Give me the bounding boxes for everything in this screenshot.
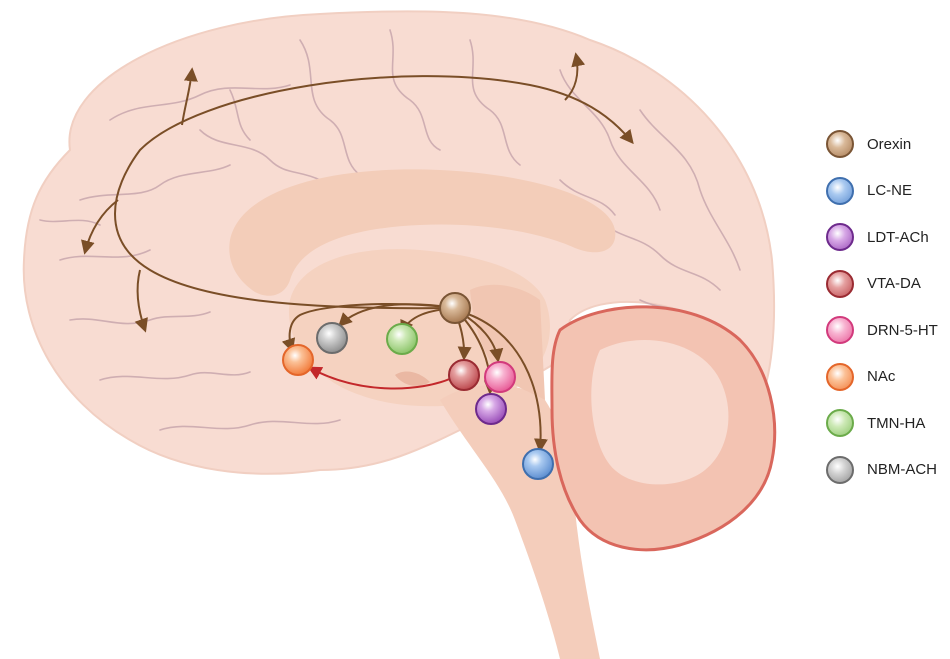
nac-nucleus — [282, 344, 314, 376]
vta-da-neuron-icon — [826, 269, 854, 298]
legend-item-vta-da: VTA-DA — [826, 268, 950, 300]
vta-to-nac-projection — [307, 366, 453, 390]
orexin-nucleus — [439, 292, 471, 324]
legend-label: NAc — [867, 368, 896, 385]
lc-ne-nucleus — [522, 448, 554, 480]
ldt-ach-neuron-icon — [826, 223, 854, 251]
legend-item-orexin: Orexin — [826, 128, 950, 160]
drn-5ht-neuron-icon — [826, 316, 854, 344]
cerebral-cortex — [22, 10, 776, 475]
legend-item-nac: NAc — [826, 361, 950, 393]
legend-item-tmn-ha: TMN-HA — [826, 407, 950, 439]
legend-label: TMN-HA — [867, 414, 926, 432]
legend-item-ldt-ach: LDT-ACh — [826, 221, 950, 253]
cerebellum — [550, 305, 777, 552]
vta-da-nucleus — [448, 359, 480, 391]
legend-label: NBM-ACH — [867, 461, 937, 478]
legend-label: LDT-ACh — [867, 228, 929, 246]
legend-label: VTA-DA — [867, 275, 921, 292]
drn-5ht-nucleus — [484, 361, 516, 393]
nbm-ach-neuron-icon — [826, 455, 854, 484]
corpus-callosum — [229, 169, 616, 296]
legend-item-nbm-ach: NBM-ACH — [826, 454, 950, 486]
legend-label: LC-NE — [867, 182, 913, 199]
legend: Orexin LC-NE LDT-ACh VTA-DA DRN-5-HT NAc… — [826, 128, 950, 500]
tmn-ha-neuron-icon — [826, 409, 854, 437]
legend-label: DRN-5-HT — [867, 321, 938, 339]
ldt-ach-nucleus — [475, 393, 507, 425]
nuclei — [282, 292, 554, 480]
nbm-ach-nucleus — [316, 322, 348, 354]
lc-ne-neuron-icon — [826, 176, 854, 205]
legend-item-lc-ne: LC-NE — [826, 175, 950, 207]
tmn-ha-nucleus — [386, 323, 418, 355]
orexin-neuron-icon — [826, 130, 854, 158]
orexin-projections — [81, 52, 634, 453]
legend-item-drn-5ht: DRN-5-HT — [826, 314, 950, 346]
legend-label: Orexin — [867, 135, 912, 153]
nac-neuron-icon — [826, 362, 854, 391]
